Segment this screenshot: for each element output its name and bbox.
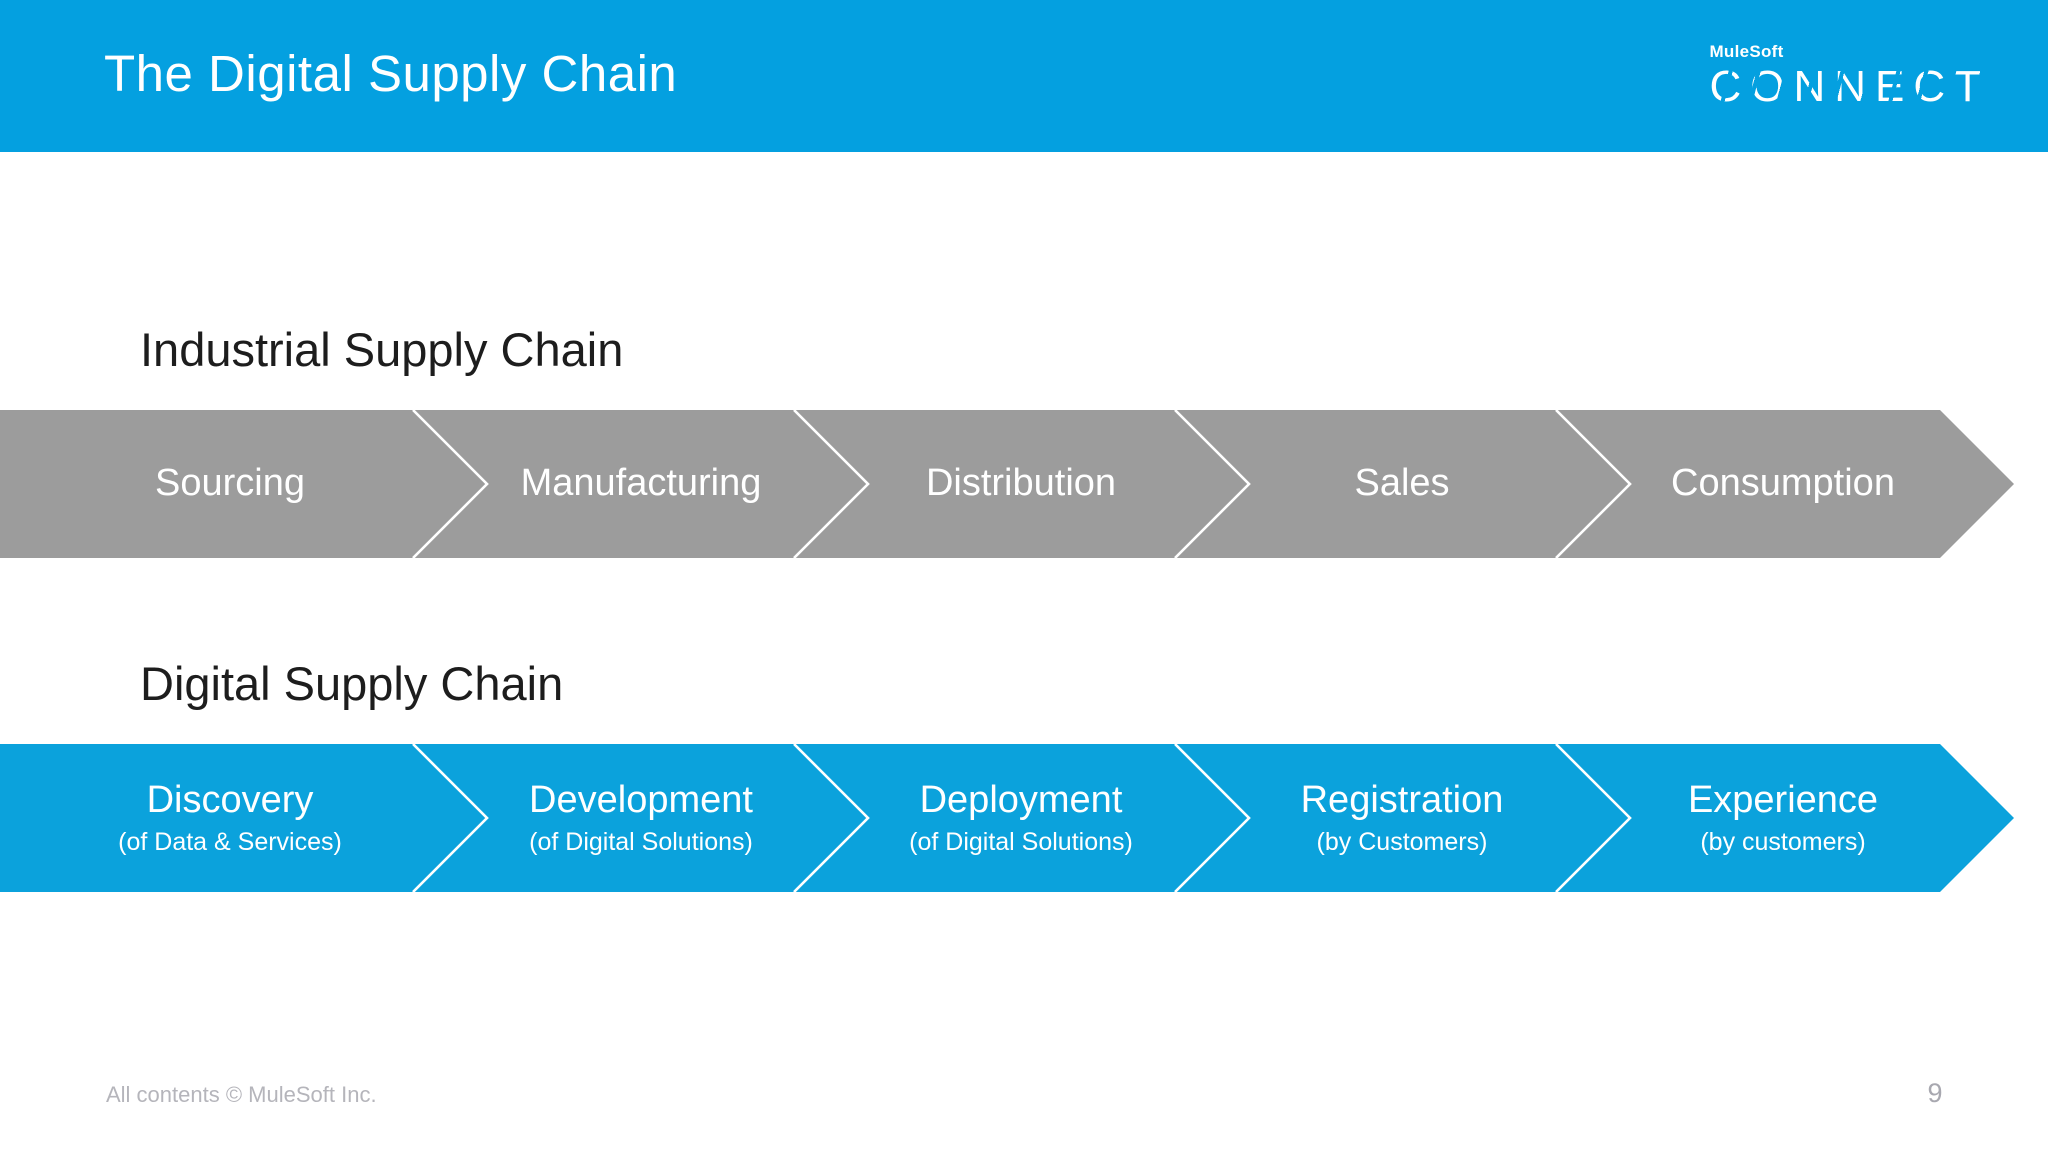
mulesoft-connect-logo: MuleSoft CONNECT — [1707, 42, 1992, 111]
digital-step-experience: Experience (by customers) — [1688, 744, 1878, 892]
chevron-separators — [412, 744, 1632, 892]
digital-step-development: Development (of Digital Solutions) — [529, 744, 753, 892]
step-label: Registration — [1300, 779, 1504, 822]
industrial-step-distribution: Distribution — [926, 410, 1116, 558]
mulesoft-logo-text: MuleSoft — [1709, 42, 1784, 61]
step-label: Sales — [1354, 462, 1450, 505]
step-label: Consumption — [1671, 462, 1895, 505]
copyright-notice: All contents © MuleSoft Inc. — [106, 1082, 377, 1107]
step-sublabel: (of Data & Services) — [118, 827, 342, 856]
step-label: Sourcing — [155, 462, 305, 505]
step-sublabel: (by Customers) — [1316, 827, 1488, 856]
digital-section-heading: Digital Supply Chain — [140, 657, 564, 710]
connect-logo-text: CONNECT — [1707, 62, 1992, 111]
step-label: Development — [529, 779, 753, 822]
industrial-step-sales: Sales — [1354, 410, 1449, 558]
industrial-step-consumption: Consumption — [1671, 410, 1895, 558]
step-label: Distribution — [925, 462, 1117, 505]
step-sublabel: (of Digital Solutions) — [529, 827, 753, 856]
chevron-separators — [412, 410, 1632, 558]
step-sublabel: (by customers) — [1700, 827, 1866, 856]
industrial-chevron-band: Sourcing Manufacturing Distribution Sale… — [0, 410, 2014, 558]
digital-step-deployment: Deployment (of Digital Solutions) — [909, 744, 1133, 892]
step-label: Deployment — [919, 779, 1123, 822]
header-bar: The Digital Supply Chain MuleSoft CONNEC… — [0, 0, 2048, 152]
industrial-section-heading: Industrial Supply Chain — [140, 323, 624, 376]
step-label: Experience — [1687, 779, 1879, 822]
step-sublabel: (of Digital Solutions) — [909, 827, 1133, 856]
digital-step-discovery: Discovery (of Data & Services) — [118, 744, 342, 892]
slide-title: The Digital Supply Chain — [104, 45, 678, 103]
step-label: Discovery — [146, 779, 314, 822]
page-number: 9 — [1927, 1078, 1943, 1108]
industrial-step-sourcing: Sourcing — [155, 410, 305, 558]
step-label: Manufacturing — [520, 462, 762, 505]
digital-step-registration: Registration (by Customers) — [1301, 744, 1504, 892]
industrial-step-manufacturing: Manufacturing — [521, 410, 762, 558]
digital-chevron-band: Discovery (of Data & Services) Developme… — [0, 744, 2014, 892]
